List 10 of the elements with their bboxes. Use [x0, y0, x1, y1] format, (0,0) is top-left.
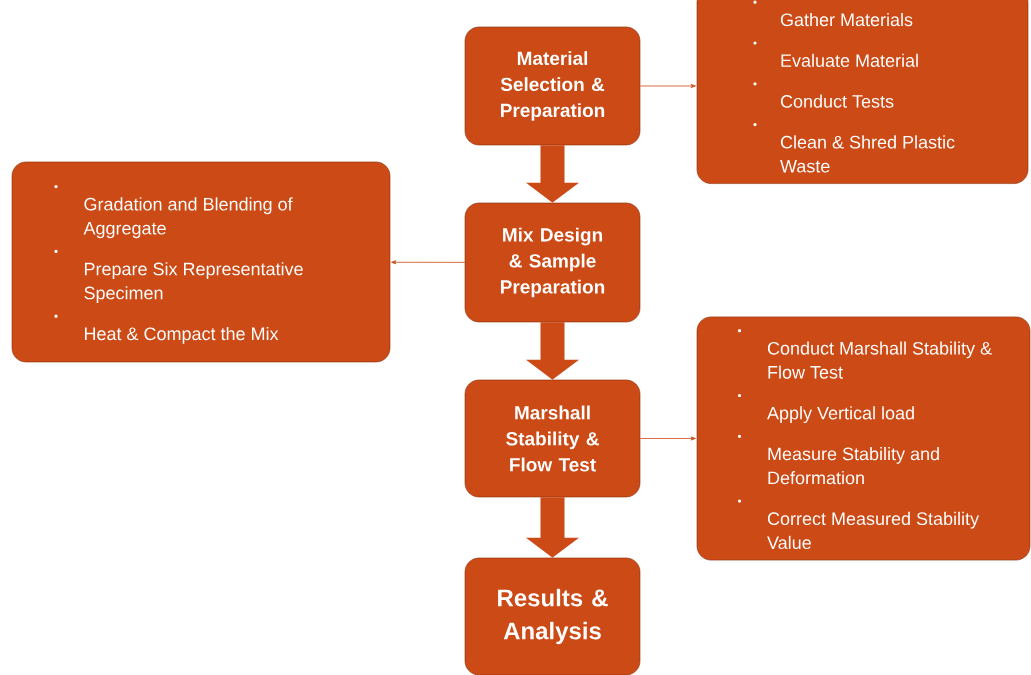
arrow: [639, 83, 696, 88]
bullet-list-box: Conduct Marshall Stability & Flow Test Apply Vertical load Measure Stability and Deformation Correct Measured Stability Value: [696, 316, 1031, 561]
process-box: Results & Analysis: [464, 557, 641, 675]
arrow: [391, 260, 466, 265]
process-box: Material Selection & Preparation: [464, 26, 641, 146]
bullet-list-box: Gradation and Blending of Aggregate Prepare Six Representative Specimen Heat & Compact the Mix: [11, 161, 391, 363]
process-box: Marshall Stability & Flow Test: [464, 379, 641, 498]
arrow: [639, 436, 696, 441]
process-box: Mix Design & Sample Preparation: [464, 202, 641, 323]
bullet-list-box: Gather Materials Evaluate Material Conduct Tests Clean & Shred Plastic Waste: [696, 0, 1029, 184]
